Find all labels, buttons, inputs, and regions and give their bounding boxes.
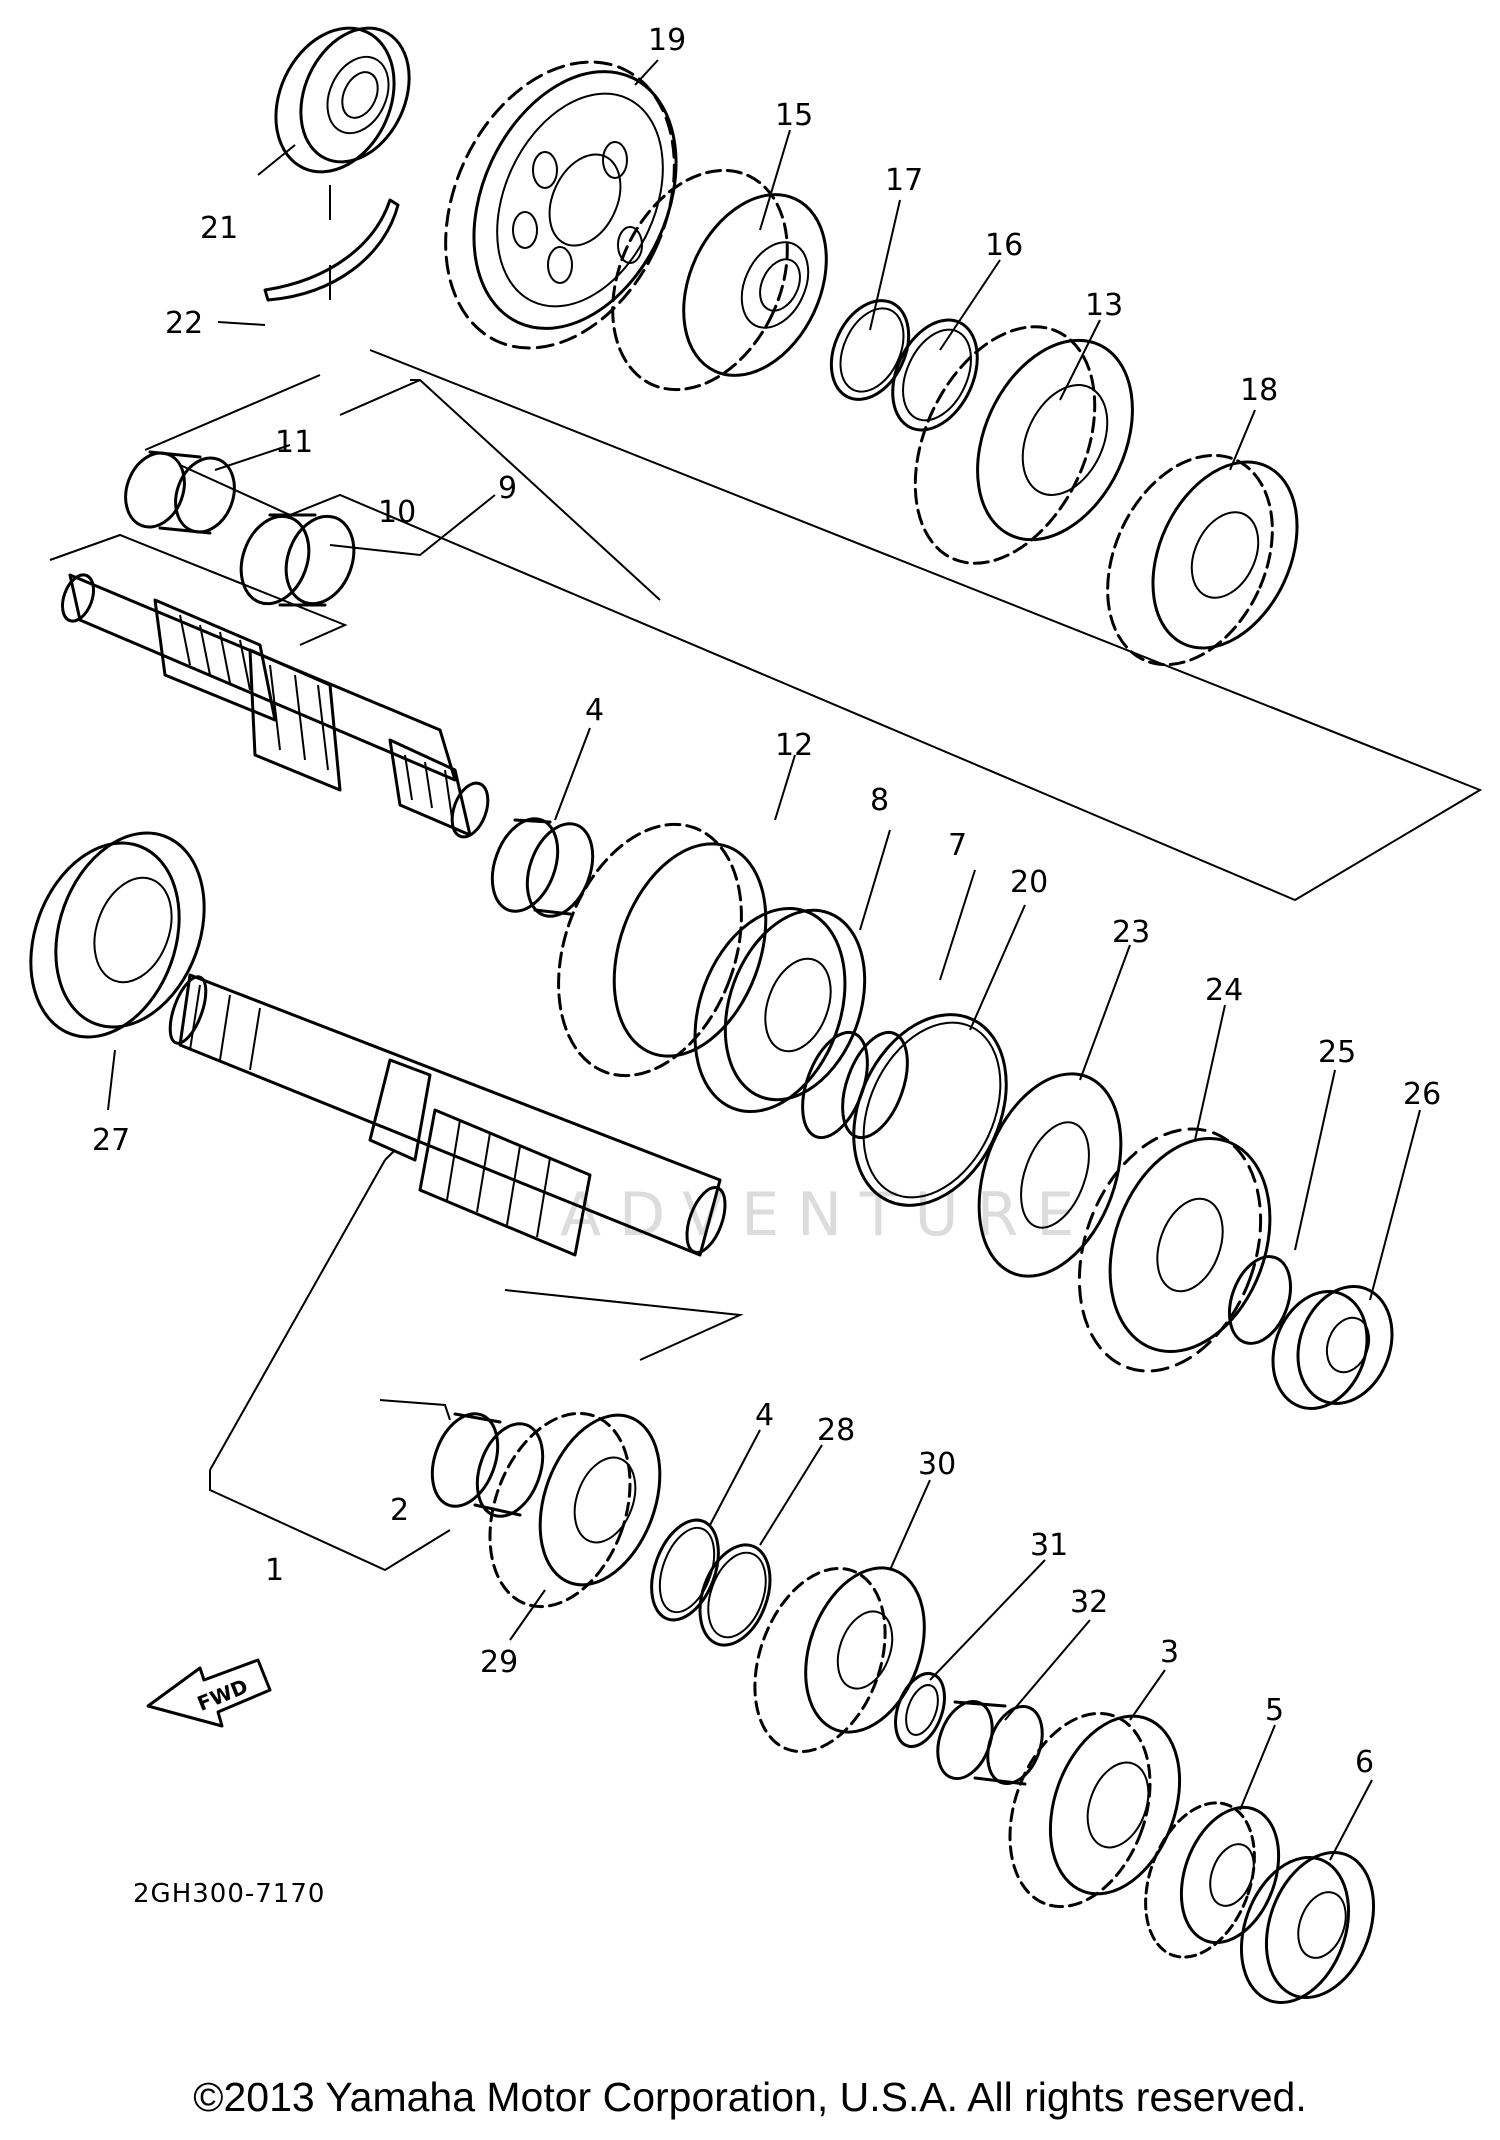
collar-16: [124, 450, 236, 535]
callout-29: 26: [1403, 1077, 1441, 1112]
bearing-31: [274, 26, 411, 174]
callout-5: 28: [817, 1413, 855, 1448]
callout-24: 18: [1240, 373, 1278, 408]
circlip-5: [698, 1543, 772, 1647]
collar-2: [430, 1412, 545, 1518]
callout-4-lower: 4: [755, 1398, 774, 1433]
group-outline-main-axle: [144, 349, 1483, 902]
gear-20: [913, 325, 1134, 565]
leader-lines: [107, 59, 1421, 1861]
gear-8: [1144, 1801, 1281, 1959]
bearing-12: [1239, 1850, 1376, 2005]
callout-20: 13: [1085, 288, 1123, 323]
collar-10: [936, 1699, 1044, 1786]
group-outline-drive-axle: [49, 533, 744, 1421]
callout-21: 15: [775, 98, 813, 133]
callout-13: 9: [498, 471, 517, 506]
gear-24: [1106, 453, 1299, 667]
callout-30: 20: [1010, 865, 1048, 900]
watermark-text: ADVENTURE: [560, 1180, 1092, 1250]
callout-4-upper: 4: [585, 693, 604, 728]
callout-31: 21: [200, 211, 238, 246]
callout-3: 3: [1160, 1635, 1179, 1670]
callout-17: 12: [775, 728, 813, 763]
diagram-code: 2GH300-7170: [133, 1879, 325, 1909]
gear-7: [488, 1411, 662, 1609]
washer-4-lower: [650, 1518, 720, 1622]
nut-29: [1271, 1285, 1394, 1410]
callout-23: 17: [885, 163, 923, 198]
callout-27: 24: [1205, 973, 1243, 1008]
callout-2: 2: [390, 1493, 409, 1528]
bearing-18: [693, 906, 867, 1114]
lock-washer-28: [1228, 1255, 1292, 1345]
washer-22: [891, 318, 979, 432]
callout-1: 1: [265, 1553, 284, 1588]
callout-19: 7: [948, 828, 967, 863]
callout-8: 5: [1265, 1693, 1284, 1728]
callout-16: 11: [275, 425, 313, 460]
main-axle-13: [60, 573, 490, 839]
drive-axle-1: [168, 973, 727, 1257]
callout-32: 22: [165, 306, 203, 341]
callout-22: 16: [985, 228, 1023, 263]
callout-10: 32: [1070, 1585, 1108, 1620]
callout-18: 8: [870, 783, 889, 818]
callout-28: 25: [1318, 1035, 1356, 1070]
circlip-23: [829, 299, 911, 401]
sprocket-27: [1077, 1127, 1272, 1373]
collar-4-upper: [490, 817, 595, 918]
gear-3: [1008, 1711, 1182, 1909]
collar-15: [239, 513, 356, 607]
callout-labels: 21 22 19 15 17 16 13 18 11 10 9 4 12 8 7…: [92, 23, 1441, 1780]
washer-11: [894, 1672, 946, 1748]
copyright-notice: ©2013 Yamaha Motor Corporation, U.S.A. A…: [193, 2074, 1307, 2120]
callout-7: 29: [480, 1645, 518, 1680]
callout-12: 6: [1355, 1745, 1374, 1780]
callout-15: 10: [378, 495, 416, 530]
gear-25: [444, 60, 678, 350]
circlip-32: [263, 198, 400, 302]
callout-11: 31: [1030, 1528, 1068, 1563]
gear-21: [611, 168, 828, 392]
fwd-arrow-icon: FWD: [146, 1658, 272, 1728]
callout-26: 23: [1112, 915, 1150, 950]
callout-9: 27: [92, 1123, 130, 1158]
gear-17: [557, 822, 768, 1078]
callout-6: 30: [918, 1447, 956, 1482]
bearing-9: [29, 831, 206, 1039]
washer-26: [977, 1072, 1123, 1278]
callout-25: 19: [648, 23, 686, 58]
gear-6: [753, 1566, 926, 1754]
